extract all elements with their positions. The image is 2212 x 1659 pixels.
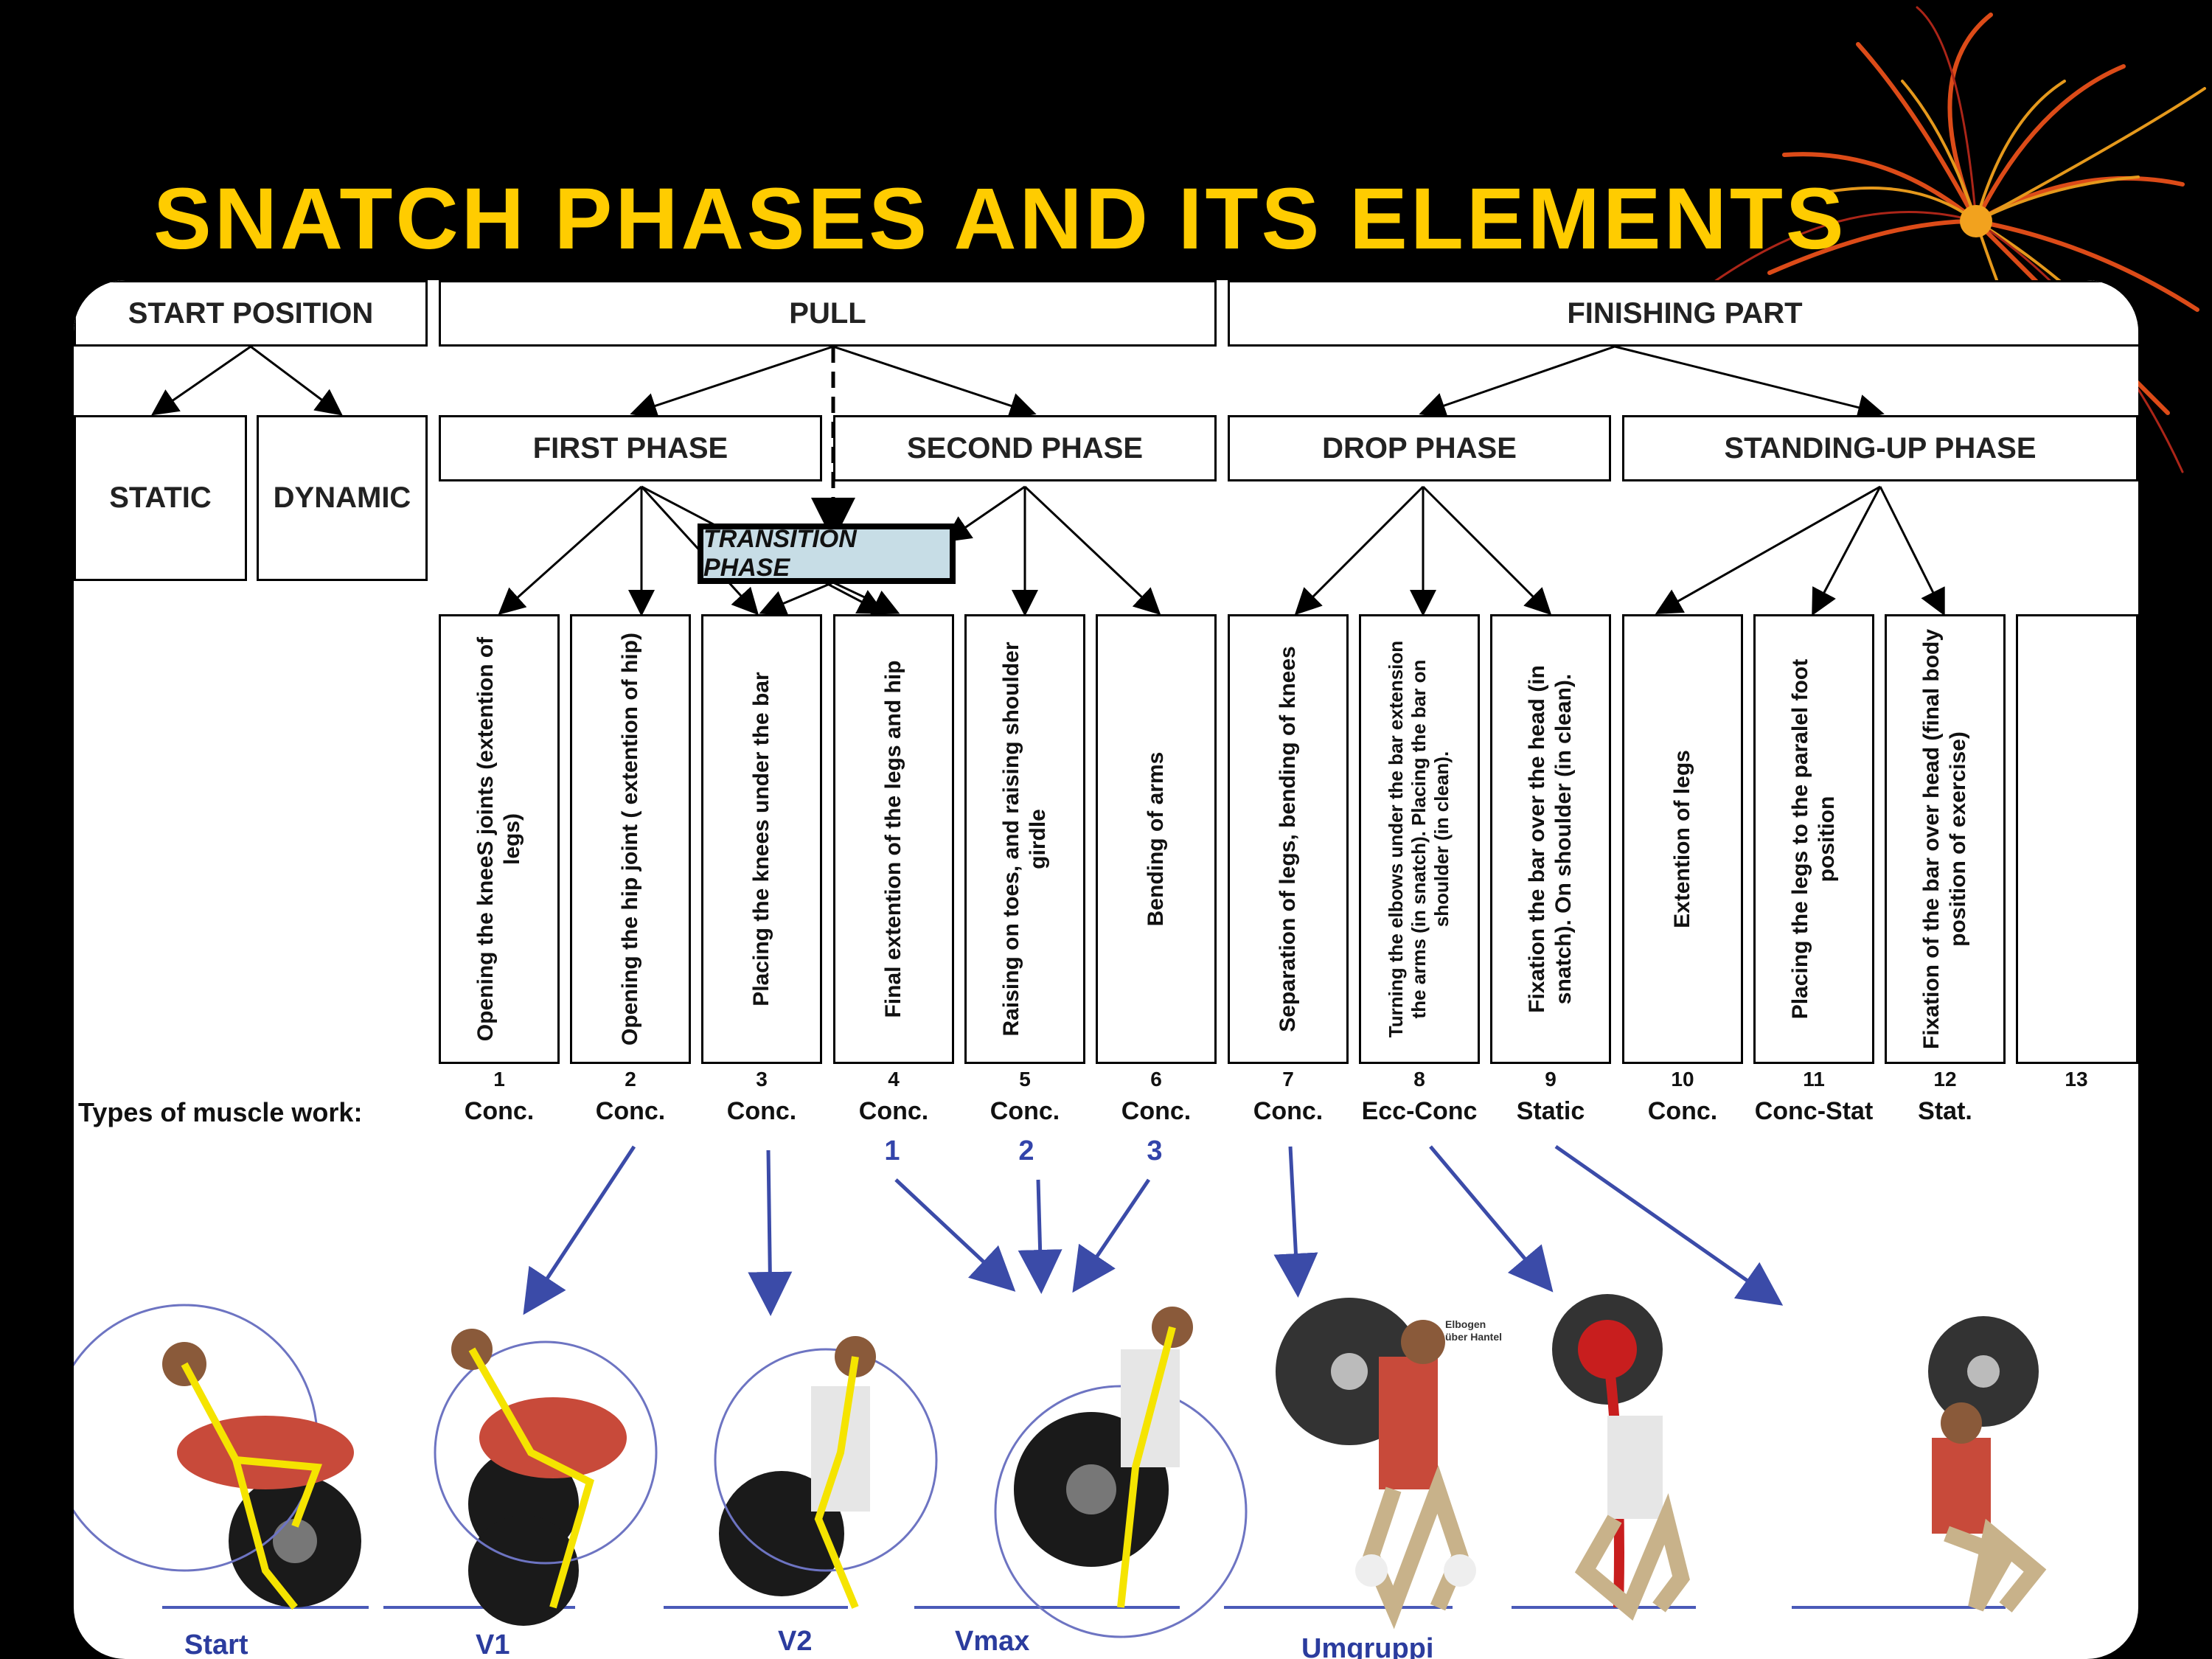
lifter-figure-overhead-receive (1552, 1294, 1681, 1607)
muscle-work-1: Conc. (425, 1097, 573, 1126)
element-number-3: 3 (699, 1068, 824, 1091)
position-label-start: Start (184, 1630, 248, 1659)
element-number-1: 1 (437, 1068, 562, 1091)
element-text-8: Turning the elbows under the bar extensi… (1385, 625, 1454, 1053)
diagram-panel: START POSITION PULL FINISHING PART STATI… (74, 280, 2138, 1659)
element-text-5: Raising on toes, and raising shoulder gi… (998, 625, 1051, 1053)
lifter-figure-vmax (995, 1307, 1246, 1637)
muscle-work-9: Static (1477, 1097, 1624, 1126)
pull-stage-number-1: 1 (870, 1135, 914, 1167)
standing-up-phase-box: STANDING-UP PHASE (1622, 415, 2138, 481)
position-label-v1: V1 (476, 1630, 509, 1659)
element-text-1: Opening the kneeS joints (extention of l… (473, 625, 526, 1053)
element-text-7: Separation of legs, bending of knees (1275, 625, 1301, 1053)
transition-phase-box: TRANSITION PHASE (698, 524, 956, 584)
element-box-11: Placing the legs to the paralel foot pos… (1753, 614, 1874, 1064)
element-box-13 (2016, 614, 2138, 1064)
muscle-work-8: Ecc-Conc (1346, 1097, 1493, 1126)
firework-center-icon (1960, 205, 1992, 237)
muscle-work-6: Conc. (1082, 1097, 1230, 1126)
lifter-photo-strip (74, 1261, 2138, 1659)
element-number-13: 13 (2014, 1068, 2138, 1091)
element-text-6: Bending of arms (1143, 625, 1169, 1053)
lifter-figure-v2 (715, 1336, 936, 1607)
element-number-4: 4 (831, 1068, 956, 1091)
element-number-10: 10 (1620, 1068, 1745, 1091)
lifter-figure-squat-overhead (1928, 1316, 2039, 1607)
finishing-part-box: FINISHING PART (1228, 280, 2138, 347)
element-text-10: Extention of legs (1669, 625, 1696, 1053)
element-box-3: Placing the knees under the bar (701, 614, 822, 1064)
element-box-6: Bending of arms (1096, 614, 1217, 1064)
element-number-9: 9 (1488, 1068, 1613, 1091)
element-number-7: 7 (1225, 1068, 1351, 1091)
photo-annotation-elbows: Elbogen über Hantel (1445, 1318, 1504, 1343)
element-text-3: Placing the knees under the bar (748, 625, 775, 1053)
pull-stage-number-3: 3 (1133, 1135, 1177, 1167)
element-text-12: Fixation of the bar over head (final bod… (1919, 625, 1972, 1053)
position-label-umgruppieren: Umgruppi (1301, 1633, 1433, 1659)
element-number-12: 12 (1882, 1068, 2008, 1091)
position-label-vmax: Vmax (955, 1626, 1029, 1658)
muscle-work-5: Conc. (951, 1097, 1099, 1126)
drop-phase-box: DROP PHASE (1228, 415, 1611, 481)
muscle-work-12: Stat. (1871, 1097, 2019, 1126)
element-box-4: Final extention of the legs and hip (833, 614, 954, 1064)
element-text-2: Opening the hip joint ( extention of hip… (617, 625, 644, 1053)
second-phase-box: SECOND PHASE (833, 415, 1217, 481)
element-number-11: 11 (1751, 1068, 1877, 1091)
element-text-11: Placing the legs to the paralel foot pos… (1787, 625, 1840, 1053)
muscle-work-2: Conc. (557, 1097, 704, 1126)
element-box-8: Turning the elbows under the bar extensi… (1359, 614, 1480, 1064)
pull-box: PULL (439, 280, 1217, 347)
element-number-5: 5 (962, 1068, 1088, 1091)
muscle-work-10: Conc. (1609, 1097, 1756, 1126)
element-box-7: Separation of legs, bending of knees (1228, 614, 1349, 1064)
element-box-1: Opening the kneeS joints (extention of l… (439, 614, 560, 1064)
element-number-6: 6 (1093, 1068, 1219, 1091)
slide-title: SNATCH PHASES AND ITS ELEMENTS (153, 175, 1847, 262)
muscle-work-4: Conc. (820, 1097, 967, 1126)
dynamic-box: DYNAMIC (257, 415, 428, 581)
static-box: STATIC (74, 415, 247, 581)
muscle-work-7: Conc. (1214, 1097, 1362, 1126)
element-box-12: Fixation of the bar over head (final bod… (1885, 614, 2006, 1064)
start-position-box: START POSITION (74, 280, 428, 347)
muscle-work-11: Conc-Stat (1740, 1097, 1888, 1126)
element-box-9: Fixation the bar over the head (in snatc… (1490, 614, 1611, 1064)
lifter-figure-v1 (435, 1329, 656, 1626)
lifter-figure-start (74, 1305, 361, 1607)
element-number-2: 2 (568, 1068, 693, 1091)
element-box-10: Extention of legs (1622, 614, 1743, 1064)
muscle-work-3: Conc. (688, 1097, 835, 1126)
element-text-4: Final extention of the legs and hip (880, 625, 907, 1053)
element-box-2: Opening the hip joint ( extention of hip… (570, 614, 691, 1064)
element-number-8: 8 (1357, 1068, 1482, 1091)
element-box-5: Raising on toes, and raising shoulder gi… (964, 614, 1085, 1064)
first-phase-box: FIRST PHASE (439, 415, 822, 481)
muscle-work-label: Types of muscle work: (78, 1097, 362, 1128)
element-text-9: Fixation the bar over the head (in snatc… (1524, 625, 1577, 1053)
position-label-v2: V2 (778, 1626, 812, 1658)
lifter-figure-umgruppieren (1276, 1298, 1476, 1607)
pull-stage-number-2: 2 (1004, 1135, 1048, 1167)
